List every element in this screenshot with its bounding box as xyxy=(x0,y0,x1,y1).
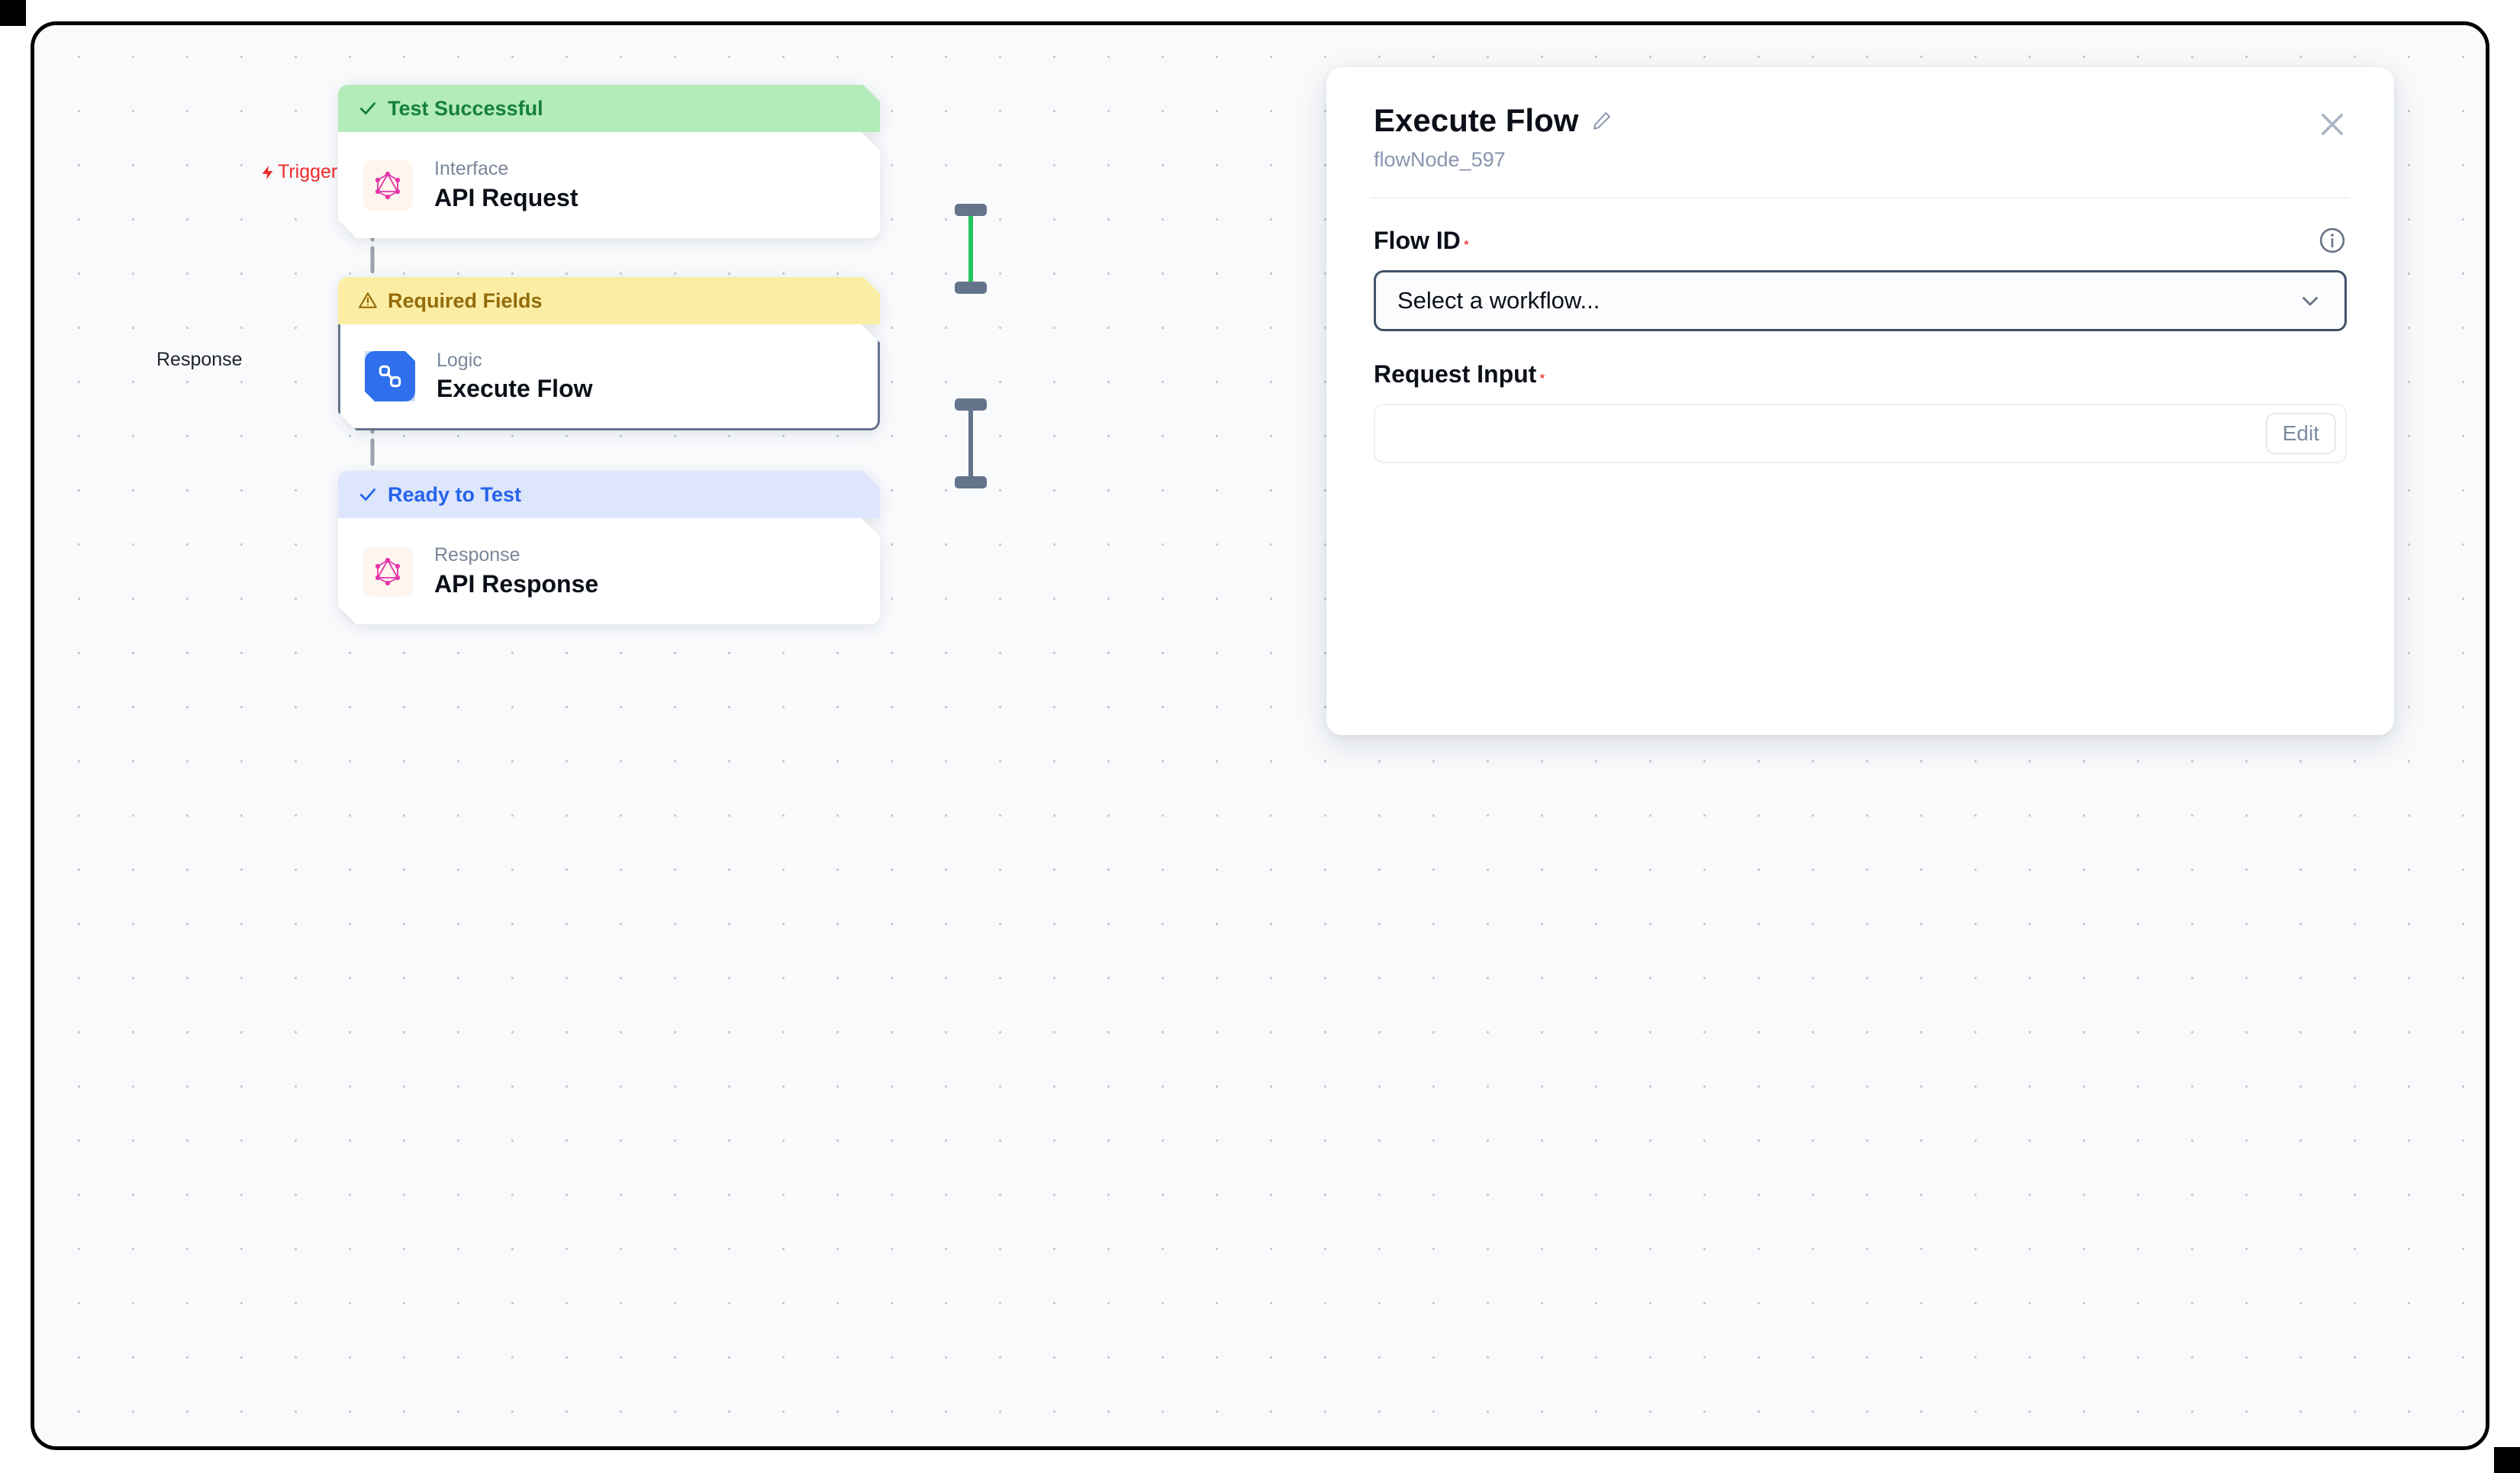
flow-id-label: Flow ID xyxy=(1374,226,1461,254)
field-label-row: Request Input * xyxy=(1374,360,2347,388)
field-label-row: Flow ID * xyxy=(1374,226,2347,255)
handle-node3-top[interactable] xyxy=(955,476,987,488)
node-title-label: API Request xyxy=(434,183,578,211)
edit-button[interactable]: Edit xyxy=(2265,413,2336,455)
flow-id-select-value: Select a workflow... xyxy=(1397,287,1600,314)
edge-label-response-text: Response xyxy=(156,349,243,370)
lightning-bolt-icon xyxy=(259,163,276,182)
chevron-down-icon xyxy=(2297,288,2323,314)
close-icon[interactable] xyxy=(2315,107,2350,142)
node-status-label: Test Successful xyxy=(388,96,543,120)
page-title: Execute Flow xyxy=(1374,102,1579,138)
check-icon xyxy=(358,485,378,504)
flow-id-label-wrap: Flow ID * xyxy=(1374,227,1468,255)
request-input-box[interactable]: Edit xyxy=(1374,404,2347,464)
handle-node1-bottom[interactable] xyxy=(955,204,987,216)
field-request-input: Request Input * Edit xyxy=(1374,360,2347,464)
panel-title-row: Execute Flow xyxy=(1374,102,2347,138)
node-kind-label: Logic xyxy=(437,349,482,371)
edge-label-trigger-text: Trigger xyxy=(278,161,338,182)
node-text: Interface API Request xyxy=(434,159,578,211)
node-status-label: Ready to Test xyxy=(388,482,522,506)
flow-branch-icon xyxy=(365,351,415,401)
node-body[interactable]: Logic Execute Flow xyxy=(338,324,880,430)
node-settings-panel: Execute Flow flowNode_597 xyxy=(1326,67,2394,735)
handle-node2-bottom[interactable] xyxy=(955,398,987,411)
pencil-icon[interactable] xyxy=(1591,110,1613,131)
required-marker: * xyxy=(1464,238,1469,252)
flow-id-select[interactable]: Select a workflow... xyxy=(1374,270,2347,332)
node-status-badge: Ready to Test xyxy=(338,471,880,518)
node-kind-label: Response xyxy=(434,544,520,566)
frame-corner-bottom-right xyxy=(2494,1447,2520,1473)
node-execute-flow[interactable]: Required Fields Logic Execute Flow xyxy=(338,277,880,430)
field-flow-id: Flow ID * Select a workflow... xyxy=(1374,226,2347,332)
node-api-request[interactable]: Test Successful xyxy=(338,85,880,238)
panel-subtitle: flowNode_597 xyxy=(1374,148,1506,172)
check-icon xyxy=(358,98,378,118)
graphql-icon xyxy=(363,160,413,211)
node-body[interactable]: Interface API Request xyxy=(338,132,880,238)
node-kind-label: Interface xyxy=(434,158,509,180)
info-circle-icon[interactable] xyxy=(2318,226,2347,255)
warning-triangle-icon xyxy=(358,291,378,311)
edge-label-response: Response xyxy=(150,347,249,372)
panel-divider xyxy=(1371,197,2350,199)
edge-label-trigger: Trigger xyxy=(253,160,344,185)
node-status-badge: Required Fields xyxy=(338,277,880,324)
graphql-icon xyxy=(363,546,413,597)
panel-header: Execute Flow flowNode_597 xyxy=(1326,67,2394,172)
node-title-label: API Response xyxy=(434,569,599,598)
canvas-frame: Trigger Response Test Successful xyxy=(31,21,2489,1450)
required-marker: * xyxy=(1539,372,1545,386)
node-status-badge: Test Successful xyxy=(338,85,880,132)
node-text: Logic Execute Flow xyxy=(437,350,593,403)
node-title-label: Execute Flow xyxy=(437,375,593,403)
flow-canvas[interactable]: Trigger Response Test Successful xyxy=(34,25,2486,1446)
request-input-label-wrap: Request Input * xyxy=(1374,360,1545,388)
node-api-response[interactable]: Ready to Test xyxy=(338,471,880,624)
handle-node2-top[interactable] xyxy=(955,282,987,294)
node-status-label: Required Fields xyxy=(388,288,543,312)
request-input-label: Request Input xyxy=(1374,360,1537,388)
frame-corner-top-left xyxy=(0,0,26,26)
node-text: Response API Response xyxy=(434,545,598,598)
node-body[interactable]: Response API Response xyxy=(338,518,880,624)
panel-form: Flow ID * Select a workflow... xyxy=(1326,198,2394,464)
